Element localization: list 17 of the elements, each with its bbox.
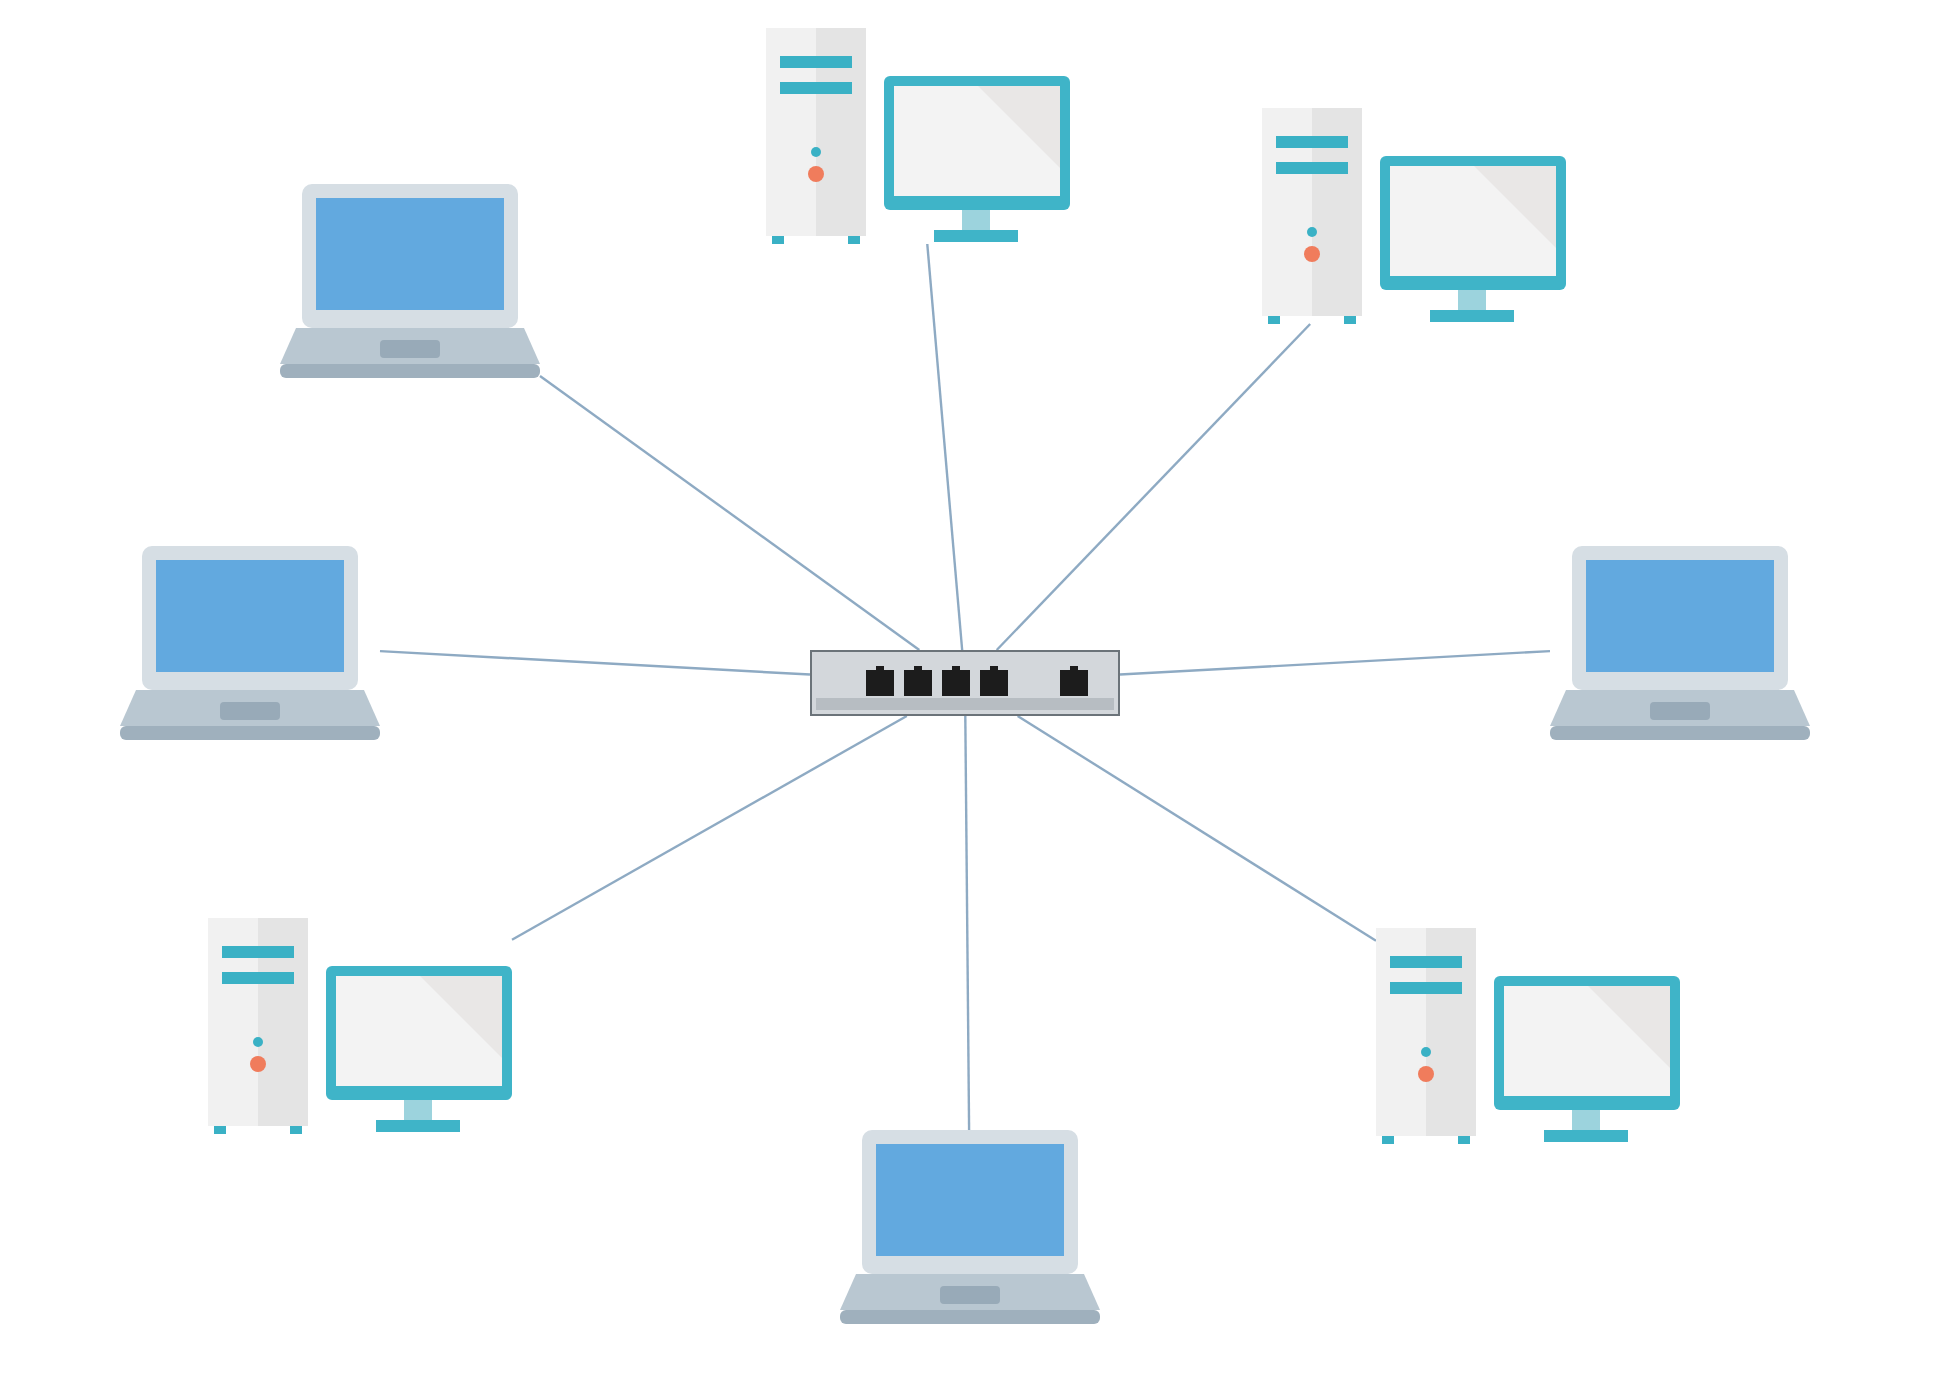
network-cable	[1017, 715, 1377, 942]
network-cable	[539, 374, 921, 651]
network-cable	[379, 649, 811, 676]
desktop-computer-drawing	[766, 28, 1070, 244]
network-cable	[1119, 649, 1551, 676]
desktop-computer-drawing	[208, 918, 512, 1134]
desktop-computer-drawing	[1376, 928, 1680, 1144]
laptop-drawing	[1550, 546, 1810, 740]
network-switch-drawing	[810, 650, 1120, 716]
network-cable	[995, 323, 1312, 651]
desktop-computer-drawing	[1262, 108, 1566, 324]
network-cable	[964, 716, 971, 1130]
network-cable	[926, 243, 964, 651]
laptop-drawing	[840, 1130, 1100, 1324]
laptop-drawing	[120, 546, 380, 740]
network-cable	[511, 714, 908, 941]
laptop-drawing	[280, 184, 540, 378]
